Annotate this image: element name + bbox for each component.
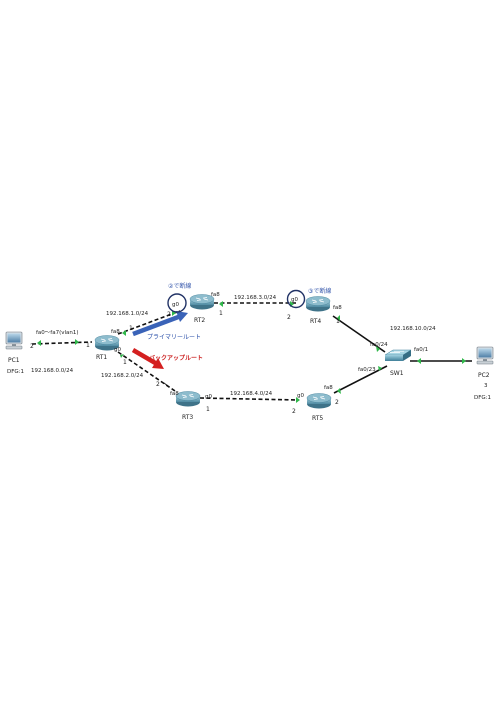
link-rt5-sw1 xyxy=(333,365,388,394)
rt3-name: RT3 xyxy=(182,414,193,421)
cut-point-3-circle xyxy=(286,289,306,309)
backup-route-tick xyxy=(163,382,169,387)
status-up-icon xyxy=(462,358,466,364)
status-up-icon xyxy=(378,366,382,371)
port-rt2-fa8: fa8 xyxy=(211,292,220,298)
rt2-name: RT2 xyxy=(194,317,205,324)
ifnum-rt2-g0: 2 xyxy=(167,311,171,318)
network-label-1: 192.168.1.0/24 xyxy=(106,311,149,317)
note-cut-2: ②で断線 xyxy=(168,282,191,290)
rt3-router[interactable] xyxy=(175,391,201,407)
ifnum-rt5-g0: 2 xyxy=(292,408,296,415)
pc1-gateway: DFG:1 xyxy=(7,369,24,375)
status-up-icon xyxy=(376,346,380,352)
port-rt5-fa8: fa8 xyxy=(324,385,333,391)
primary-route-arrow xyxy=(132,311,188,337)
pc2-name: PC2 xyxy=(478,372,490,379)
status-up-icon xyxy=(75,339,79,345)
ifnum-rt5-fa8: 2 xyxy=(335,399,339,406)
pc1-name: PC1 xyxy=(8,357,20,364)
link-rt3-rt5 xyxy=(199,397,299,401)
pc2-extra: 3 xyxy=(484,383,488,389)
status-up-icon xyxy=(37,340,41,346)
sw1-switch[interactable] xyxy=(384,349,412,361)
rt5-name: RT5 xyxy=(312,415,323,422)
link-rt1-rt2 xyxy=(117,310,181,335)
rt1-name: RT1 xyxy=(96,354,107,361)
port-rt4-g0: g0 xyxy=(291,297,298,303)
note-primary-route: プライマリールート xyxy=(147,334,201,341)
status-up-icon xyxy=(296,397,300,403)
note-cut-3: ③で断線 xyxy=(308,287,331,295)
link-rt4-sw1 xyxy=(332,315,386,353)
port-sw-fa024: fa0/24 xyxy=(370,342,388,348)
network-label-4: 192.168.4.0/24 xyxy=(230,391,273,397)
ifnum-rt1-lan: 1 xyxy=(86,342,90,349)
rt4-router[interactable] xyxy=(305,296,331,312)
port-rt1-fa8: fa8 xyxy=(111,329,120,335)
ifnum-rt1-g0: 1 xyxy=(123,359,127,366)
status-up-icon xyxy=(219,301,223,307)
status-up-icon xyxy=(337,315,340,321)
status-up-icon xyxy=(417,358,421,364)
status-up-icon xyxy=(337,388,341,394)
status-up-icon xyxy=(120,354,124,358)
ifnum-pc1: 2 xyxy=(30,343,34,350)
port-rt1-g0: g0 xyxy=(114,347,121,353)
ifnum-rt3-g0: 1 xyxy=(206,406,210,413)
rt5-router[interactable] xyxy=(306,393,332,409)
pc1-device[interactable] xyxy=(5,331,23,350)
port-rt5-g0: g0 xyxy=(297,393,304,399)
ifnum-rt2-fa8: 1 xyxy=(219,310,223,317)
link-pc1-rt1 xyxy=(31,341,93,345)
status-up-icon xyxy=(122,330,126,336)
cut-point-2-circle xyxy=(167,293,187,313)
network-label-3: 192.168.3.0/24 xyxy=(234,295,277,301)
note-backup-route: バックアップルート xyxy=(149,354,203,362)
port-rt2-g0: g0 xyxy=(172,302,179,308)
ifnum-rt4-g0: 2 xyxy=(287,314,291,321)
port-rt3-g0: g0 xyxy=(205,394,212,400)
port-sw-fa023: fa0/23 xyxy=(358,367,376,373)
ifnum-rt1-fa8: 1 xyxy=(129,325,133,332)
port-rt1-lan: fa0～fa7(vlan1) xyxy=(36,330,79,336)
link-rt1-rt3 xyxy=(117,351,176,392)
pc2-device[interactable] xyxy=(476,346,494,365)
sw1-name: SW1 xyxy=(390,370,404,377)
network-label-0: 192.168.0.0/24 xyxy=(31,368,74,374)
backup-route-arrow xyxy=(131,348,164,369)
port-sw-fa01: fa0/1 xyxy=(414,347,428,353)
rt4-name: RT4 xyxy=(310,318,321,325)
network-label-2: 192.168.2.0/24 xyxy=(101,373,144,379)
ifnum-rt4-fa8: 1 xyxy=(336,318,340,325)
port-rt4-fa8: fa8 xyxy=(333,305,342,311)
network-label-10: 192.168.10.0/24 xyxy=(390,326,436,332)
port-rt3-fa8: fa8 xyxy=(170,391,179,397)
pc2-gateway: DFG:1 xyxy=(474,395,491,401)
ifnum-rt3-fa8: 2 xyxy=(156,381,160,388)
